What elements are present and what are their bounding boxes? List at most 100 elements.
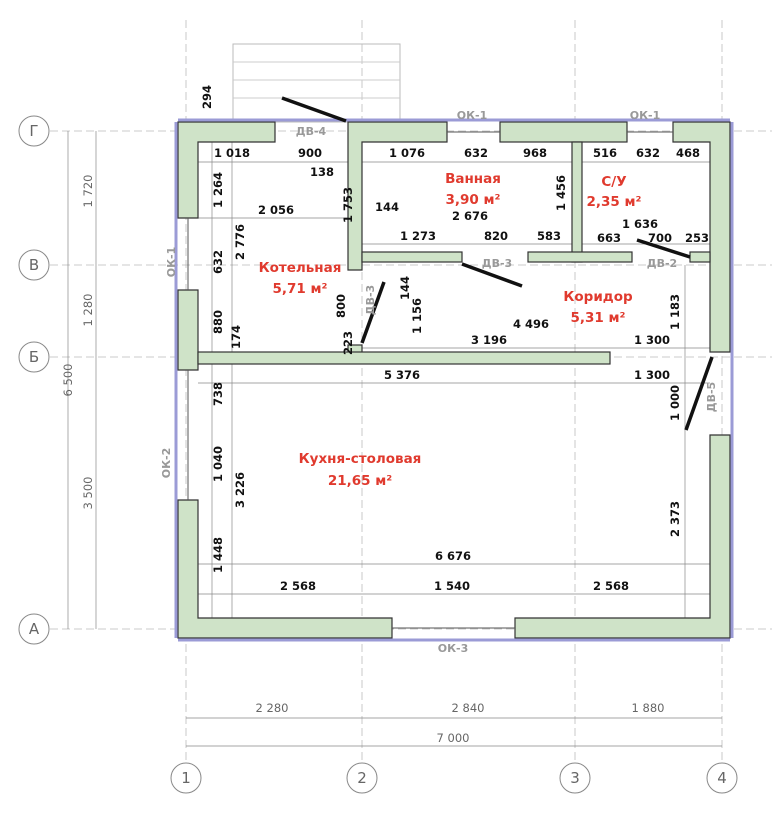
- dimension-value: 2 840: [452, 701, 485, 715]
- opening-label: ОК-3: [438, 642, 469, 655]
- row-axis-label: Б: [29, 348, 39, 366]
- col-axis-label: 2: [357, 769, 367, 787]
- dimension-value: 7 000: [437, 731, 470, 745]
- dimension-value: 1 183: [668, 294, 682, 330]
- row-axis-circle: [18, 115, 50, 147]
- dimension-value: 1 880: [632, 701, 665, 715]
- dimension-value: 1 000: [668, 385, 682, 421]
- col-axis-circle: [170, 762, 202, 794]
- dimension-value: 253: [685, 231, 709, 245]
- dimension-value: 968: [523, 146, 547, 160]
- dimension-value: 223: [341, 331, 355, 355]
- dimension-value: 1 040: [211, 446, 225, 482]
- col-axis-circle: [346, 762, 378, 794]
- dimension-value: 1 753: [341, 187, 355, 223]
- row-axis-label: А: [29, 620, 40, 638]
- dimension-value: 294: [200, 85, 214, 109]
- dimension-value: 1 264: [211, 172, 225, 208]
- dimension-texts: 1 018 900 138 1 076 632 968 516 632 468 2 056 144 2…: [61, 85, 709, 745]
- dimension-value: 3 226: [233, 472, 247, 508]
- dimension-value: 2 280: [256, 701, 289, 715]
- dimension-value: 1 280: [81, 294, 95, 327]
- dimension-value: 1 448: [211, 537, 225, 573]
- room-name: Ванная: [445, 171, 501, 187]
- dimension-value: 144: [375, 200, 399, 214]
- dimension-value: 468: [676, 146, 700, 160]
- dimension-value: 700: [648, 231, 672, 245]
- row-axis-circle: [18, 341, 50, 373]
- dimension-value: 1 636: [622, 217, 658, 231]
- dimension-value: 6 500: [61, 364, 75, 397]
- dimension-value: 138: [310, 165, 334, 179]
- door-swing-dv3-bath: [461, 262, 523, 288]
- dimension-value: 3 500: [81, 477, 95, 510]
- row-axis-label: В: [29, 256, 39, 274]
- dimension-value: 1 300: [634, 368, 670, 382]
- dimension-value: 4 496: [513, 317, 549, 331]
- dimension-value: 663: [597, 231, 621, 245]
- room-name: Котельная: [259, 260, 342, 276]
- row-axis-label: Г: [29, 122, 38, 140]
- opening-label: ОК-1: [630, 109, 661, 122]
- dimension-value: 1 018: [214, 146, 250, 160]
- room-name: Кухня-столовая: [299, 451, 422, 467]
- opening-labels: ОК-1 ОК-1 ОК-1 ОК-2 ОК-3 ДВ-4 ДВ-3 ДВ-3 …: [160, 109, 718, 655]
- room-area: 3,90 м²: [446, 192, 501, 208]
- col-axis-label: 1: [181, 769, 191, 787]
- dimension-value: 1 156: [410, 298, 424, 334]
- dimension-lines: [67, 131, 722, 747]
- door-swing-dv2: [636, 238, 691, 259]
- dimension-value: 174: [229, 325, 243, 349]
- col-axis-circle: [559, 762, 591, 794]
- walls: [174, 118, 734, 642]
- dimension-value: 1 540: [434, 579, 470, 593]
- dimension-value: 632: [464, 146, 488, 160]
- room-name: Коридор: [563, 289, 633, 305]
- dimension-value: 2 373: [668, 501, 682, 537]
- dimension-value: 1 300: [634, 333, 670, 347]
- row-axis-circle: [18, 613, 50, 645]
- dimension-value: 632: [211, 250, 225, 274]
- dimension-value: 516: [593, 146, 617, 160]
- dimension-value: 1 076: [389, 146, 425, 160]
- row-axis-circle: [18, 249, 50, 281]
- dimension-value: 1 720: [81, 175, 95, 208]
- dimension-value: 880: [211, 310, 225, 334]
- opening-label: ДВ-3: [482, 257, 512, 270]
- dimension-value: 5 376: [384, 368, 420, 382]
- door-swing-dv5: [684, 356, 714, 431]
- col-axis-label: 3: [570, 769, 580, 787]
- dimension-value: 583: [537, 229, 561, 243]
- door-swing-dv3-boiler: [360, 281, 386, 344]
- dimension-value: 2 776: [233, 224, 247, 260]
- dimension-value: 632: [636, 146, 660, 160]
- door-swing-dv4: [281, 96, 347, 123]
- dimension-value: 900: [298, 146, 322, 160]
- room-area: 21,65 м²: [328, 473, 392, 489]
- dimension-value: 820: [484, 229, 508, 243]
- room-name: С/У: [601, 174, 626, 190]
- dimension-value: 738: [211, 382, 225, 406]
- room-area: 5,31 м²: [571, 310, 626, 326]
- opening-label: ОК-1: [165, 247, 178, 278]
- col-axis-label: 4: [717, 769, 727, 787]
- dimension-value: 2 676: [452, 209, 488, 223]
- dimension-value: 2 568: [280, 579, 316, 593]
- door-swings: [281, 96, 714, 431]
- dimension-value: 2 568: [593, 579, 629, 593]
- windows: [187, 131, 673, 629]
- porch: [232, 43, 401, 123]
- col-axis-circle: [706, 762, 738, 794]
- room-area: 2,35 м²: [587, 194, 642, 210]
- dimension-value: 3 196: [471, 333, 507, 347]
- dimension-value: 2 056: [258, 203, 294, 217]
- axis-markers: Г В Б А 1 2 3 4: [18, 115, 738, 794]
- opening-label: ОК-1: [457, 109, 488, 122]
- opening-label: ОК-2: [160, 448, 173, 479]
- room-area: 5,71 м²: [273, 281, 328, 297]
- room-labels: Котельная 5,71 м² Ванная 3,90 м² С/У 2,3…: [259, 171, 642, 489]
- opening-label: ДВ-3: [364, 285, 377, 315]
- opening-label: ДВ-5: [705, 382, 718, 412]
- opening-label: ДВ-4: [296, 125, 327, 138]
